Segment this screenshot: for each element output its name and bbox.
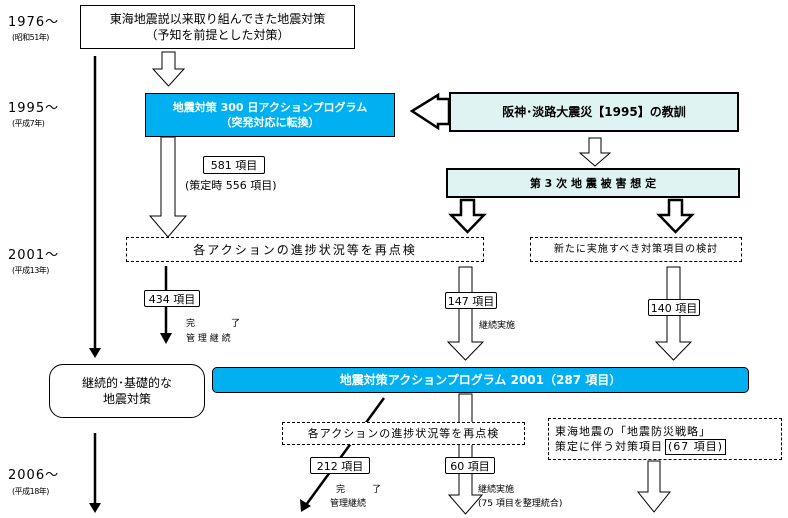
strategy-box: 東海地震の「地震防災戦略」 策定に伴う対策項目 (67 項目) [548, 418, 782, 460]
note-continue: 継続実施 [479, 321, 516, 331]
thick-arrow-damage-to-recheck [448, 198, 487, 234]
count-147: 147 項目 [445, 292, 497, 309]
note-manage: 管 理 継 続 [186, 334, 231, 344]
count-581-note: (策定時 556 項目) [185, 179, 277, 192]
year-2001: 2001～ [8, 248, 60, 263]
damage-estimate-label: 第 3 次 地 震 被 害 想 定 [529, 176, 657, 190]
program-300-box: 地震対策 300 日アクションプログラム （突発対応に転換） [145, 93, 395, 137]
era-2006: (平成18年) [12, 487, 49, 496]
count-434: 434 項目 [144, 290, 200, 307]
tokai-subtitle: （予知を前提とした対策） [145, 28, 290, 42]
recheck-2006-label: 各アクションの進捗状況等を再点検 [307, 427, 500, 440]
hollow-arrow-147 [446, 266, 485, 361]
count-140: 140 項目 [648, 299, 700, 316]
count-212: 212 項目 [310, 457, 370, 474]
note-merged: (75 項目を整理統合) [478, 499, 563, 509]
era-2001: (平成13年) [12, 266, 49, 275]
thick-arrow-damage-to-new [656, 198, 695, 234]
hollow-arrow-tokai-to-300 [151, 51, 186, 87]
count-581: 581 項目 [203, 156, 265, 174]
hollow-arrow-60 [447, 393, 484, 515]
tokai-box: 東海地震説以来取り組んできた地震対策 （予知を前提とした対策） [80, 5, 355, 49]
program-300-title: 地震対策 300 日アクションプログラム [172, 101, 368, 114]
era-1995: (平成7年) [12, 119, 45, 128]
arrow-212-complete [304, 397, 386, 506]
hanshin-box: 阪神･淡路大震災【1995】の教訓 [449, 92, 739, 132]
recheck-2001-box: 各アクションの進捗状況等を再点検 [126, 237, 484, 262]
note-continue-2006: 継続実施 [478, 485, 515, 495]
program-2001-label: 地震対策アクションプログラム 2001（287 項目） [339, 373, 622, 387]
year-1976: 1976～ [8, 15, 60, 30]
continuous-subtitle: 地震対策 [102, 392, 151, 406]
hollow-arrow-hanshin-to-damage [578, 137, 612, 167]
hollow-arrow-strategy [636, 460, 672, 513]
strategy-row: 策定に伴う対策項目 (67 項目) [555, 438, 727, 455]
continuous-title: 継続的･基礎的な [81, 376, 172, 390]
note-complete-2006: 完 了 [336, 485, 382, 495]
new-items-label: 新たに実施すべき対策項目の検討 [553, 243, 719, 255]
continuous-box: 継続的･基礎的な 地震対策 [49, 364, 205, 418]
big-arrow-hanshin-to-300 [409, 92, 451, 131]
note-complete: 完 了 [186, 319, 241, 329]
year-1995: 1995～ [8, 101, 60, 116]
recheck-2001-label: 各アクションの進捗状況等を再点検 [193, 242, 417, 257]
tokai-title: 東海地震説以来取り組んできた地震対策 [109, 12, 326, 26]
strategy-title: 東海地震の「地震防災戦略」 [555, 424, 711, 438]
program-2001-box: 地震対策アクションプログラム 2001（287 項目） [212, 367, 749, 393]
timeline-arrowhead-lower [89, 503, 101, 513]
hollow-arrow-300-to-recheck [148, 136, 188, 238]
strategy-subtitle: 策定に伴う対策項目 [555, 440, 663, 453]
hanshin-label: 阪神･淡路大震災【1995】の教訓 [502, 105, 686, 119]
new-items-box: 新たに実施すべき対策項目の検討 [530, 237, 742, 262]
program-300-subtitle: （突発対応に転換） [220, 116, 320, 129]
year-2006: 2006～ [8, 468, 60, 483]
damage-estimate-box: 第 3 次 地 震 被 害 想 定 [446, 168, 740, 198]
recheck-2006-box: 各アクションの進捗状況等を再点検 [282, 422, 525, 445]
count-60: 60 項目 [445, 457, 495, 474]
era-1976: (昭和51年) [12, 33, 49, 42]
note-manage-2006: 管理継続 [330, 499, 367, 509]
timeline-arrowhead-upper [89, 348, 101, 358]
strategy-count: (67 項目) [665, 438, 727, 455]
